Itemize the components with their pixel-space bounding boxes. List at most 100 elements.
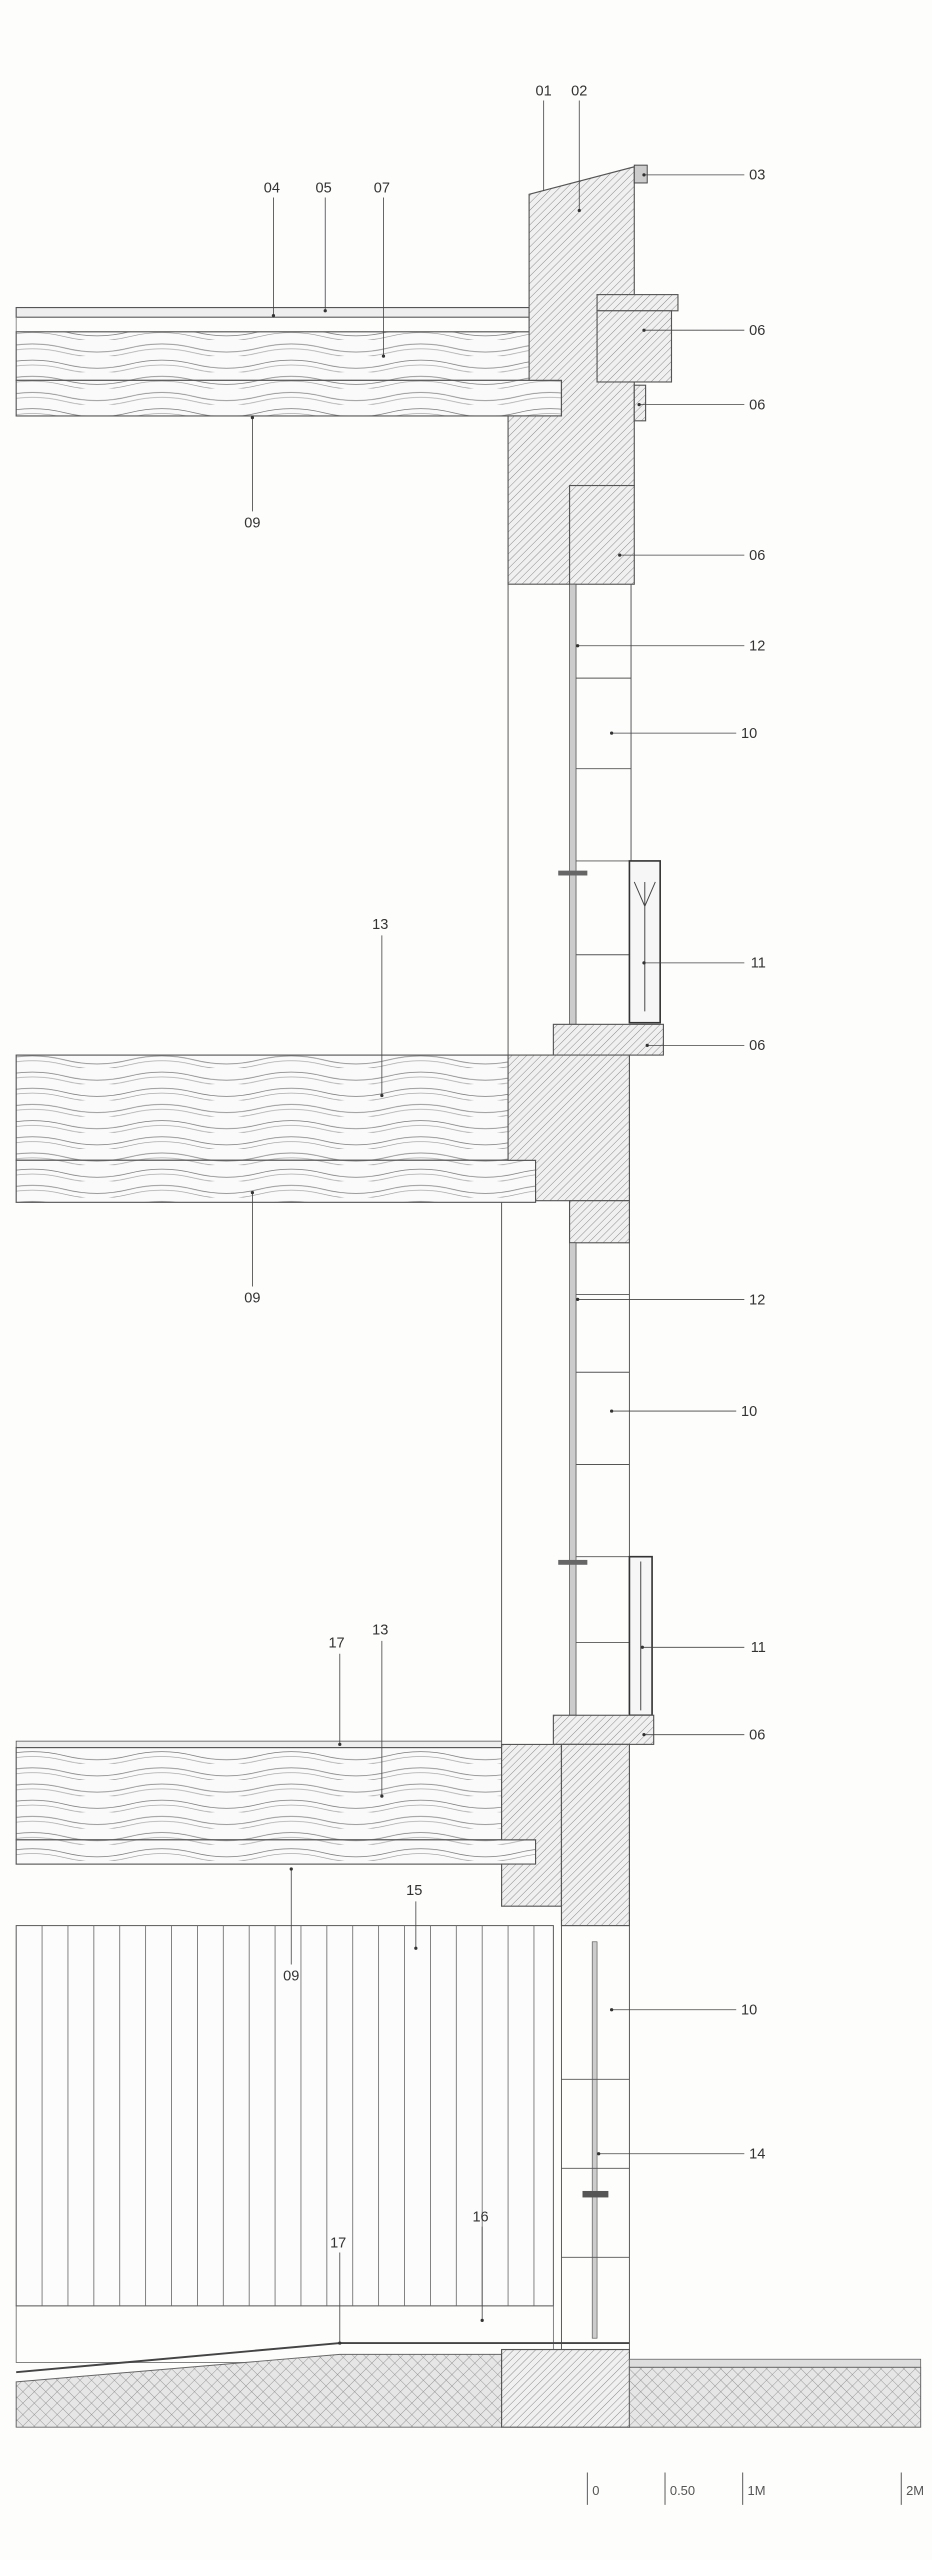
- roof-insulation: [15, 331, 535, 381]
- callout-06: 06: [749, 1038, 765, 1054]
- callout-16: 16: [472, 2210, 488, 2226]
- callout-dot: [642, 328, 646, 332]
- callout-dot: [381, 354, 386, 358]
- callout-dot: [338, 2341, 342, 2345]
- foundation: [501, 2348, 630, 2428]
- callout-09: 09: [283, 1969, 299, 1985]
- callout-02: 02: [571, 84, 587, 100]
- callout-dot: [480, 2318, 484, 2323]
- callout-dot: [645, 1043, 649, 1047]
- callout-17: 17: [330, 2236, 346, 2252]
- callout-12: 12: [749, 639, 765, 655]
- exterior-paving: [629, 2358, 922, 2368]
- callout-dot: [576, 1297, 580, 1302]
- callout-04: 04: [264, 181, 280, 197]
- scale-label-0: 0: [592, 2483, 599, 2498]
- callout-10: 10: [741, 1404, 757, 1420]
- exterior-ground: [628, 2366, 922, 2428]
- floor-insulation: [15, 1747, 503, 1841]
- callout-14: 14: [749, 2147, 765, 2163]
- callout-15: 15: [406, 1883, 422, 1899]
- floor-1: [15, 1740, 630, 1927]
- callout-dot: [271, 314, 276, 318]
- callout-11: 11: [751, 1640, 766, 1656]
- callout-dot: [642, 173, 646, 177]
- callout-dot: [380, 1794, 384, 1798]
- callout-dot: [338, 1742, 342, 1746]
- callout-06: 06: [749, 323, 765, 339]
- wall-block: [560, 1743, 630, 1927]
- cladding-slats: [41, 1925, 535, 2306]
- bracket: [558, 870, 588, 876]
- callout-dot: [380, 1093, 384, 1098]
- glazing: [569, 1242, 577, 1716]
- callout-dot: [323, 309, 327, 313]
- callout-dot: [642, 961, 646, 965]
- flashing: [633, 384, 647, 422]
- roof-battens: [15, 316, 530, 333]
- callout-dot: [577, 208, 581, 213]
- lintel-block: [568, 1200, 630, 1244]
- cornice-block: [596, 310, 673, 383]
- callout-dot: [637, 403, 641, 407]
- scale-label-2m: 2M: [906, 2483, 924, 2498]
- callout-labels: 01 02 03 04 05 07 06 06 09 06 12 10 13 1…: [244, 84, 766, 2252]
- callout-dot: [250, 415, 255, 420]
- callout-dot: [610, 1409, 614, 1413]
- timber-cladding: [15, 1925, 554, 2307]
- callout-03: 03: [749, 168, 765, 184]
- scale-label-1m: 1M: [748, 2483, 766, 2498]
- callout-12: 12: [749, 1292, 765, 1308]
- roof-slab: [15, 379, 563, 417]
- upper-facade: [507, 583, 664, 1056]
- floor-wall-block: [501, 1743, 563, 1907]
- callout-dot: [618, 553, 622, 557]
- grille-panel: [628, 860, 661, 1024]
- callout-dot: [289, 1867, 293, 1871]
- lintel-block: [568, 484, 635, 585]
- callout-13: 13: [372, 1622, 388, 1638]
- callout-09: 09: [244, 1291, 260, 1307]
- callout-01: 01: [536, 84, 552, 100]
- middle-facade: [501, 1202, 655, 1745]
- callout-13: 13: [372, 917, 388, 933]
- floor-2: [15, 1054, 630, 1244]
- floor-finish: [15, 1740, 503, 1749]
- window-sill: [552, 1023, 664, 1056]
- grille-panel: [628, 1555, 653, 1717]
- leader-lines: [250, 100, 745, 2345]
- window-sill: [552, 1714, 655, 1745]
- callout-dot: [414, 1946, 418, 1950]
- callout-06: 06: [749, 548, 765, 564]
- floor-wall-block: [507, 1054, 630, 1202]
- callout-dot: [250, 1191, 255, 1195]
- glazing: [569, 583, 577, 1025]
- callout-10: 10: [741, 726, 757, 742]
- parapet-cap: [633, 164, 648, 184]
- callout-dot: [640, 1645, 644, 1649]
- callout-10: 10: [741, 2003, 757, 2019]
- callout-17: 17: [328, 1635, 344, 1651]
- callout-dot: [642, 1733, 646, 1737]
- floor-slab: [15, 1159, 537, 1203]
- scale-bar: 0 0.50 1M 2M: [586, 2472, 924, 2505]
- glazing: [591, 1941, 598, 2339]
- ground-floor: [15, 1925, 922, 2428]
- callout-dot: [597, 2152, 601, 2156]
- roof-assembly: [15, 164, 679, 585]
- callout-06: 06: [749, 1728, 765, 1744]
- callout-dot: [610, 731, 614, 735]
- scale-label-050: 0.50: [670, 2483, 695, 2498]
- callout-05: 05: [316, 181, 332, 197]
- callout-dot: [610, 2008, 614, 2012]
- cornice-block: [596, 294, 679, 312]
- floor-slab: [15, 1839, 537, 1865]
- floor-insulation: [15, 1054, 509, 1161]
- bracket: [558, 1559, 588, 1565]
- callout-09: 09: [244, 516, 260, 532]
- callout-dot: [576, 644, 580, 648]
- callout-11: 11: [751, 956, 766, 972]
- bracket: [582, 2190, 609, 2198]
- callout-07: 07: [374, 181, 390, 197]
